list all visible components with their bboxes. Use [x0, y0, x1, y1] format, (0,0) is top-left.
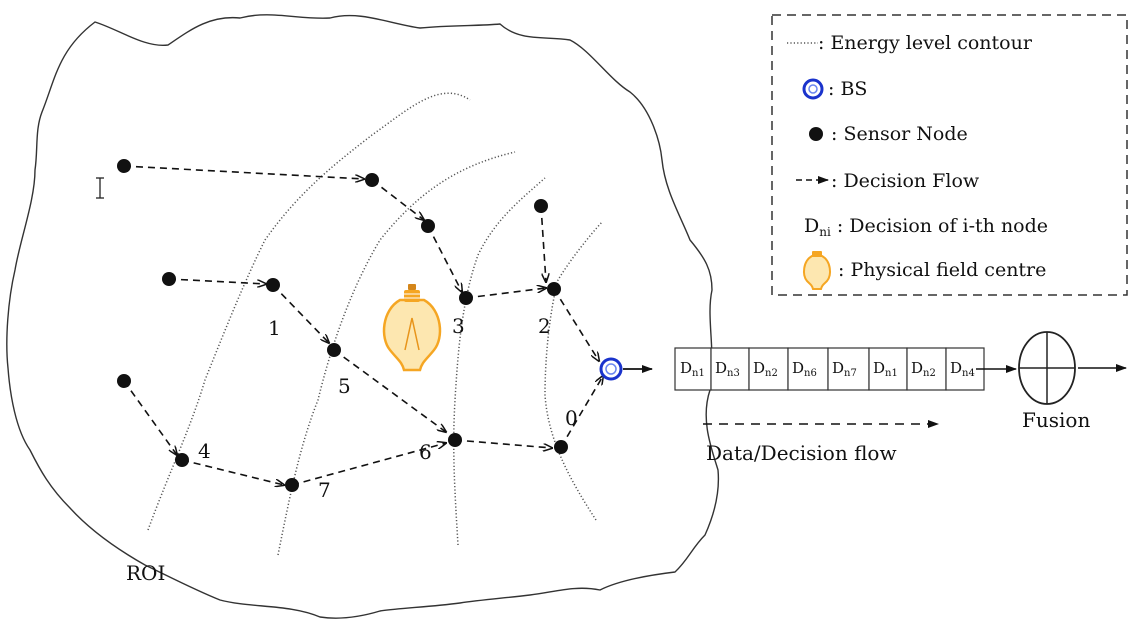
flow-arrow	[540, 205, 546, 282]
legend-decision-text: : Decision of i-th node	[831, 215, 1048, 237]
sensor-node	[175, 453, 189, 467]
sensor-node	[459, 291, 473, 305]
flow-arrow	[168, 278, 266, 284]
sensor-node	[554, 440, 568, 454]
queue-cell: Dn7	[827, 347, 870, 391]
flow-arrow	[465, 288, 546, 299]
sensor-nodes	[117, 159, 568, 492]
data-flow-label: Data/Decision flow	[706, 441, 897, 465]
flow-arrow	[123, 380, 177, 455]
legend-field-label: : Physical field centre	[838, 259, 1046, 281]
svg-text:Dn6: Dn6	[792, 359, 817, 379]
node-label: 4	[198, 439, 211, 463]
legend-box	[771, 14, 1128, 296]
roi-boundary	[6, 14, 720, 619]
svg-text:Dn1: Dn1	[873, 359, 898, 379]
flow-arrow	[333, 349, 446, 432]
sensor-node	[117, 374, 131, 388]
legend: : Energy level contour : BS : Sensor Nod…	[771, 14, 1128, 296]
node-label: 5	[338, 374, 351, 398]
sensor-node	[421, 219, 435, 233]
node-label: 3	[452, 314, 465, 338]
sensor-node	[534, 199, 548, 213]
node-label: 2	[538, 314, 551, 338]
flow-arrow	[181, 459, 284, 485]
legend-decision-prefix: D	[804, 215, 819, 237]
roi-label: ROI	[126, 561, 165, 585]
fusion-icon	[1018, 331, 1076, 405]
flow-arrow	[553, 288, 599, 361]
flow-arrow	[371, 179, 424, 220]
svg-text:Dn2: Dn2	[753, 359, 778, 379]
fusion-label: Fusion	[1022, 408, 1090, 432]
decision-queue: Dn1 Dn3 Dn2 Dn6 Dn7 Dn1 Dn2 Dn4	[674, 347, 985, 391]
node-label: 6	[419, 440, 432, 464]
legend-decision-sub: ni	[819, 225, 831, 239]
decision-flows	[123, 165, 603, 486]
legend-decision-label: Dni : Decision of i-th node	[804, 215, 1048, 239]
text-cursor-icon	[96, 177, 104, 199]
sensor-node	[448, 433, 462, 447]
queue-cell: Dn3	[710, 347, 750, 391]
svg-text:Dn3: Dn3	[715, 359, 740, 379]
flow-arrow	[123, 165, 364, 179]
sensor-node	[162, 272, 176, 286]
svg-text:Dn1: Dn1	[680, 359, 705, 379]
flow-arrow	[272, 284, 329, 343]
legend-bs-label: : BS	[828, 78, 867, 100]
flow-arrow	[427, 225, 462, 292]
node-labels: 1 5 3 2 0 6 7 4	[198, 314, 578, 502]
flow-arrow	[454, 439, 552, 448]
legend-flow-label: : Decision Flow	[831, 170, 980, 192]
energy-contours	[147, 92, 603, 556]
flow-arrow	[560, 376, 603, 448]
bulb-icon	[382, 284, 442, 372]
legend-bs-icon	[802, 78, 824, 100]
legend-contour-label: : Energy level contour	[818, 32, 1033, 54]
sensor-node	[117, 159, 131, 173]
queue-cell: Dn1	[868, 347, 908, 391]
sensor-node	[547, 282, 561, 296]
energy-contour	[277, 151, 516, 556]
sensor-node	[365, 173, 379, 187]
svg-text:Dn2: Dn2	[911, 359, 936, 379]
node-label: 0	[565, 406, 578, 430]
bs-icon	[599, 357, 623, 381]
queue-cell: Dn6	[787, 347, 829, 391]
sensor-node	[266, 278, 280, 292]
svg-text:Dn7: Dn7	[832, 359, 857, 379]
queue-cell: Dn1	[674, 347, 712, 391]
node-label: 7	[318, 478, 331, 502]
sensor-node	[327, 343, 341, 357]
flow-arrow	[291, 443, 446, 486]
energy-contour	[453, 177, 546, 546]
queue-cell: Dn2	[906, 347, 947, 391]
legend-sensor-label: : Sensor Node	[831, 123, 968, 145]
node-label: 1	[268, 316, 281, 340]
queue-cell: Dn2	[748, 347, 789, 391]
legend-bulb-icon	[803, 251, 831, 290]
legend-sensor-icon	[809, 127, 823, 141]
energy-contour	[544, 221, 603, 521]
svg-text:Dn4: Dn4	[950, 359, 975, 379]
sensor-node	[285, 478, 299, 492]
